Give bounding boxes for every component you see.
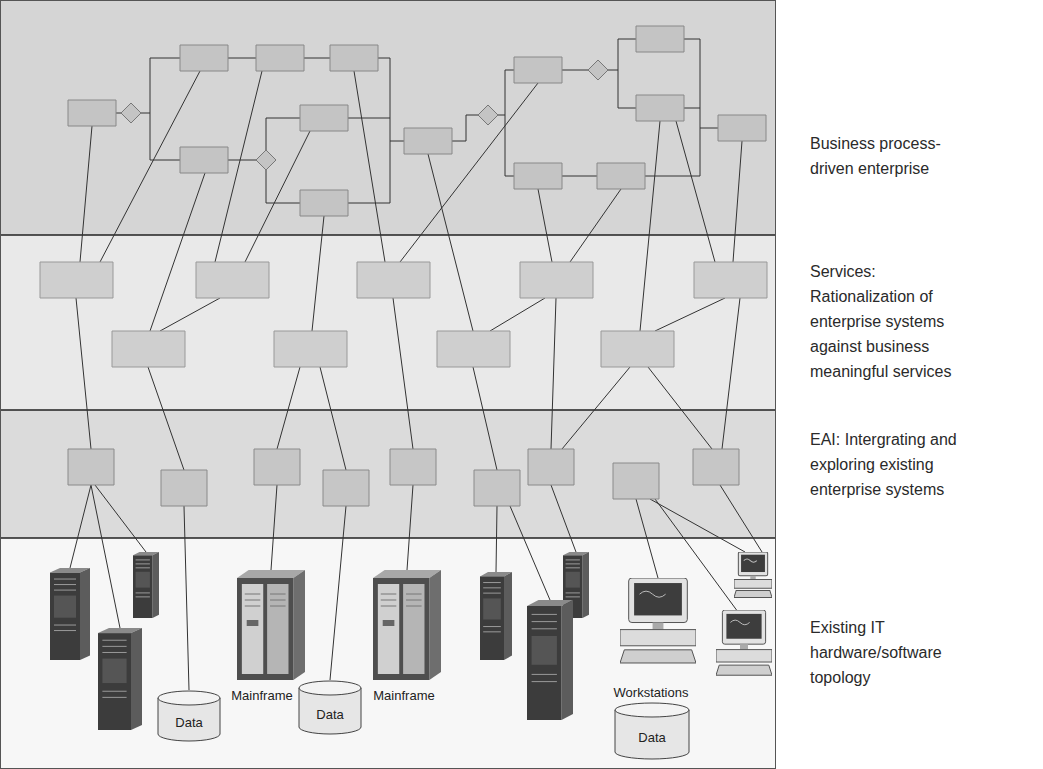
band-frame <box>1 1 776 769</box>
band-background <box>0 410 776 538</box>
layer-title: EAI: Intergrating and exploring existing… <box>810 427 995 502</box>
layer-band: Business process-driven enterprise <box>0 0 1043 235</box>
server-tower <box>527 600 573 720</box>
workstation-computer <box>620 578 696 663</box>
cylinder-top <box>615 703 689 717</box>
service-box <box>40 262 767 367</box>
label-slot: Mainframe <box>231 686 292 704</box>
label-slot: Mainframe <box>373 686 434 704</box>
mainframe-computer <box>373 570 441 680</box>
band-background <box>0 538 776 769</box>
layer-title: Business process-driven enterprise <box>810 131 950 181</box>
server-tower <box>480 572 512 660</box>
band-separator <box>0 235 776 538</box>
workstation-computer <box>716 610 772 675</box>
band-background <box>0 235 776 410</box>
device-label: Workstations <box>614 685 689 701</box>
cylinder-top <box>299 681 361 695</box>
data-store: Data <box>298 680 362 735</box>
data-store: Data <box>157 690 221 742</box>
server-tower <box>98 628 142 730</box>
data-label: Data <box>316 707 343 723</box>
process-box <box>68 26 766 216</box>
band-background <box>0 0 776 235</box>
server-tower <box>133 552 159 618</box>
device-label: Mainframe <box>373 688 434 704</box>
workstation-computer <box>734 552 772 597</box>
layer-band: EAI: Intergrating and exploring existing… <box>0 410 1043 538</box>
data-store: Data <box>614 702 690 760</box>
label-slot: Workstations <box>614 683 689 701</box>
layer-band: DataDataDataExisting IT hardware/softwar… <box>0 538 1043 769</box>
decision-diamond <box>121 60 608 170</box>
layer-title: Services: Rationalization of enterprise … <box>810 259 985 384</box>
layer-title: Existing IT hardware/software topology <box>810 615 985 690</box>
data-label: Data <box>638 730 665 746</box>
layer-band: Services: Rationalization of enterprise … <box>0 235 1043 410</box>
eai-box <box>68 449 739 506</box>
data-label: Data <box>175 715 202 731</box>
server-tower <box>50 568 90 660</box>
cylinder-top <box>158 691 220 705</box>
mapping-line <box>70 71 762 690</box>
device-label: Mainframe <box>231 688 292 704</box>
mainframe-computer <box>237 570 305 680</box>
